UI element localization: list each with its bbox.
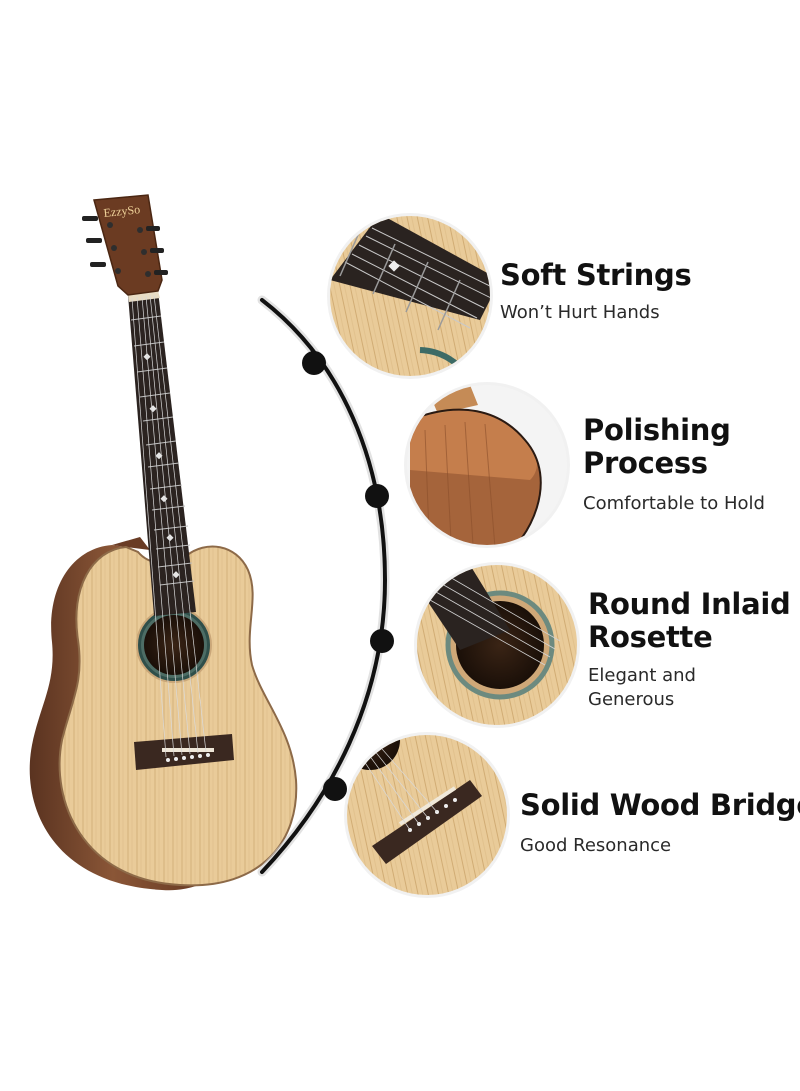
feature-subtitle: Won’t Hurt Hands [500,302,660,323]
feature-title: Soft Strings [500,258,692,292]
feature-subtitle: Good Resonance [520,835,672,856]
detail-image-strings [327,213,493,379]
feature-subtitle: Elegant and [588,665,696,686]
feature-soft-strings: Soft Strings Won’t Hurt Hands [500,258,692,325]
feature-solid-wood-bridge: Solid Wood Bridge Good Resonance [520,789,800,858]
guitar-image: EzzySo [29,194,298,891]
feature-title: Rosette [588,620,713,654]
feature-subtitle: Generous [588,689,675,710]
timeline-dot [370,629,394,653]
detail-image-bridge [344,732,510,898]
feature-title: Solid Wood Bridge [520,788,800,822]
timeline-dot [302,351,326,375]
feature-subtitle: Comfortable to Hold [583,493,765,514]
headstock-logo: EzzySo [103,202,141,220]
detail-image-polish [404,382,570,548]
feature-title: Polishing [583,413,731,447]
feature-title: Process [583,446,708,480]
feature-polishing-process: Polishing Process Comfortable to Hold [583,414,765,516]
feature-title: Round Inlaid [588,587,791,621]
timeline-dot [323,777,347,801]
timeline-dot [365,484,389,508]
feature-round-inlaid-rosette: Round Inlaid Rosette Elegant and Generou… [588,587,791,712]
detail-image-rosette [414,562,580,728]
timeline-arc [257,295,394,877]
